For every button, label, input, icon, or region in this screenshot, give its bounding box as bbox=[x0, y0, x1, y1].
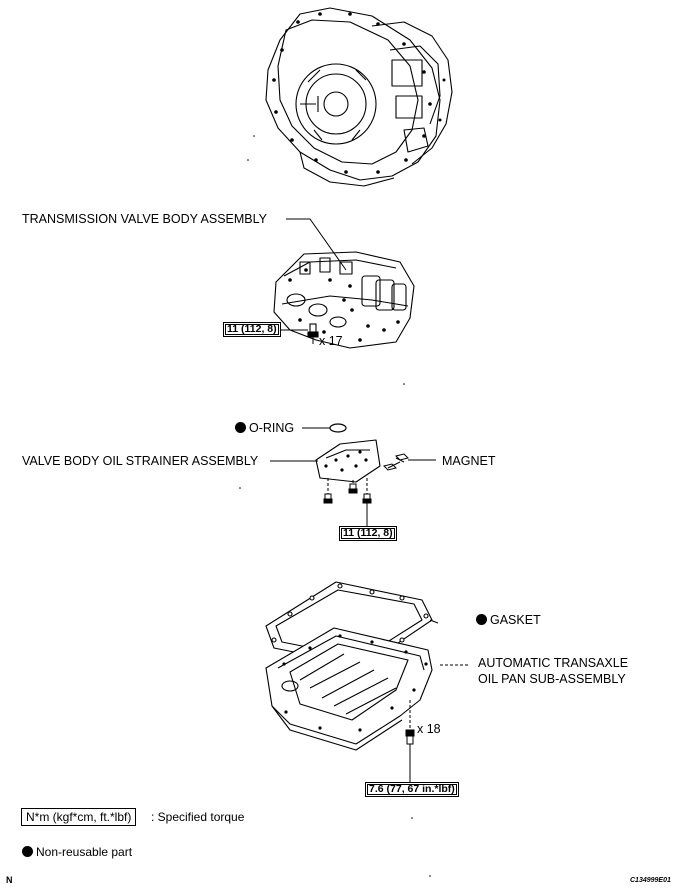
oil-pan-bolt-qty: x 18 bbox=[417, 722, 441, 736]
magnet-drawing bbox=[383, 453, 409, 471]
strainer-label: VALVE BODY OIL STRAINER ASSEMBLY bbox=[22, 454, 259, 468]
legend-torque-box: N*m (kgf*cm, ft.*lbf) bbox=[21, 808, 137, 826]
valve-body-bolt-qty: x 17 bbox=[319, 334, 343, 348]
oil-pan-label-line2: OIL PAN SUB-ASSEMBLY bbox=[478, 672, 626, 686]
valve-body-torque: 11 (112, 8) bbox=[223, 322, 281, 337]
valve-body-label: TRANSMISSION VALVE BODY ASSEMBLY bbox=[22, 212, 267, 226]
valve-body-drawing bbox=[273, 251, 415, 349]
o-ring-drawing bbox=[329, 423, 347, 433]
strainer-drawing bbox=[315, 439, 381, 483]
oil-pan-torque: 7.6 (77, 67 in.*lbf) bbox=[365, 782, 459, 797]
strainer-bolts bbox=[323, 483, 372, 504]
o-ring-label-text: O-RING bbox=[249, 421, 295, 435]
magnet-label: MAGNET bbox=[442, 454, 496, 468]
oil-pan-label-line1: AUTOMATIC TRANSAXLE bbox=[478, 656, 629, 670]
non-reusable-dot-icon bbox=[476, 614, 487, 625]
non-reusable-dot-icon bbox=[235, 422, 246, 433]
strainer-torque: 11 (112, 8) bbox=[339, 526, 397, 541]
oil-pan-drawing bbox=[265, 627, 433, 751]
gasket-label: GASKET bbox=[476, 613, 541, 627]
scan-dots bbox=[239, 135, 431, 877]
dashed-leader-lines bbox=[327, 478, 470, 730]
legend-non-reusable: Non-reusable part bbox=[22, 845, 132, 859]
o-ring-label: O-RING bbox=[235, 421, 294, 435]
non-reusable-dot-icon bbox=[22, 846, 33, 857]
oil-pan-bolt bbox=[405, 729, 415, 745]
gasket-label-text: GASKET bbox=[490, 613, 541, 627]
footer-left-code: N bbox=[6, 875, 13, 885]
legend-torque-description: : Specified torque bbox=[151, 810, 245, 824]
valve-body-bolt bbox=[307, 323, 319, 338]
transaxle-case-drawing bbox=[265, 7, 453, 187]
footer-figure-code: C134999E01 bbox=[630, 877, 671, 884]
legend-non-reusable-text: Non-reusable part bbox=[36, 845, 133, 859]
